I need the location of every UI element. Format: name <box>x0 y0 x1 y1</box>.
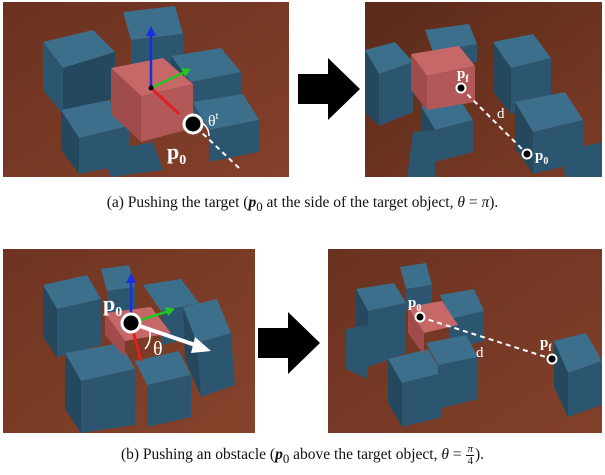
panel-a-left-render: p0 θt <box>3 2 289 177</box>
start-point-marker <box>182 113 204 135</box>
start-point-label: p0 <box>103 291 122 320</box>
target-object <box>408 301 458 355</box>
distance-label: d <box>476 345 484 361</box>
start-point-label: p0 <box>167 139 186 168</box>
caption-a: (a) Pushing the target (p0 at the side o… <box>106 194 499 215</box>
distance-line <box>460 87 528 155</box>
angle-label: θt <box>208 111 219 130</box>
final-point-marker <box>546 353 558 365</box>
final-point-label: pf <box>457 66 469 85</box>
obstacle-cubes <box>365 24 602 177</box>
obstacle-cubes <box>346 263 602 427</box>
caption-b: (b) Pushing an obstacle (p0 above the ta… <box>120 443 485 467</box>
angle-label: θ <box>153 338 163 360</box>
push-direction-arrow <box>130 321 211 353</box>
start-point-marker <box>521 148 533 160</box>
transition-arrow-b <box>258 312 320 374</box>
final-point-marker <box>455 82 467 94</box>
distance-label: d <box>497 106 505 122</box>
start-point-marker <box>120 312 142 334</box>
panel-b-right-render: p0 pf d <box>328 249 602 433</box>
target-object <box>411 46 475 110</box>
panel-b-left-render: p0 θ <box>3 249 255 433</box>
start-point-label: p0 <box>408 295 421 314</box>
start-point-marker <box>414 311 426 323</box>
object-frame-axes <box>146 26 191 116</box>
panel-a-right-render: pf p0 d <box>365 2 602 177</box>
transition-arrow-a <box>298 58 360 120</box>
start-point-label: p0 <box>535 148 548 167</box>
final-point-label: pf <box>540 335 552 354</box>
